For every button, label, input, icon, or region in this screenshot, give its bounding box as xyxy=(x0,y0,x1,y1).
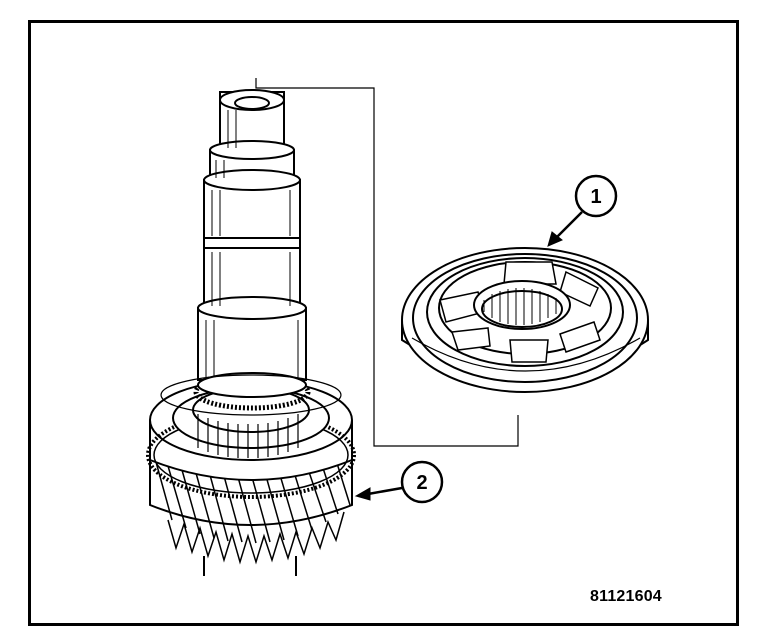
callout-1-number: 1 xyxy=(590,186,601,208)
gear-assembly xyxy=(146,372,356,576)
callout-2 xyxy=(354,460,444,504)
callout-2-number: 2 xyxy=(416,472,427,494)
output-shaft xyxy=(197,89,307,381)
callout-1 xyxy=(547,174,618,247)
figure-border xyxy=(28,20,739,626)
leader-lines xyxy=(255,78,519,447)
figure-id: 81121604 xyxy=(590,588,662,605)
retainer-ring xyxy=(401,247,649,393)
